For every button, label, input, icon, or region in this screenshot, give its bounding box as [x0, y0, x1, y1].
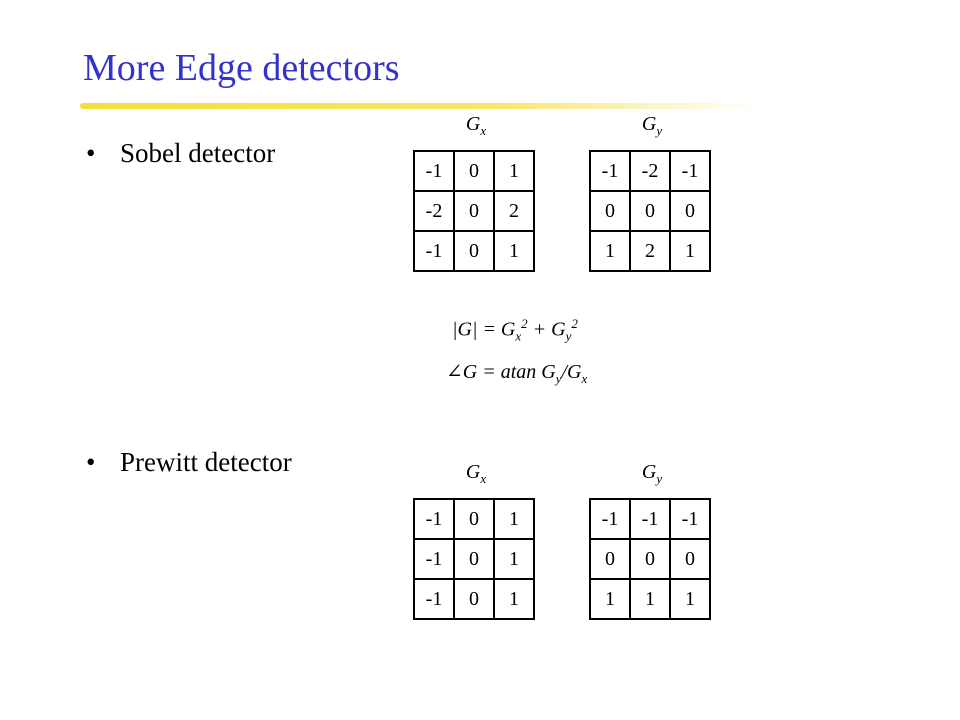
cell: -1 — [413, 230, 455, 272]
cell: 0 — [453, 538, 495, 580]
cell: 0 — [629, 190, 671, 232]
cell: 1 — [669, 230, 711, 272]
cell: 0 — [453, 230, 495, 272]
cell: 1 — [493, 578, 535, 620]
cell: -1 — [589, 150, 631, 192]
cell: 1 — [493, 150, 535, 192]
magnitude-formula: |G| = Gx2 + Gy2 — [452, 316, 578, 344]
sobel-gy-label: Gy — [641, 113, 663, 138]
cell: 0 — [453, 150, 495, 192]
cell: 1 — [493, 538, 535, 580]
cell: 0 — [453, 498, 495, 540]
cell: -2 — [629, 150, 671, 192]
angle-symbol: ∠ — [446, 361, 463, 383]
cell: 0 — [453, 578, 495, 620]
slide-title: More Edge detectors — [83, 47, 400, 89]
bullet-sobel: • Sobel detector — [86, 138, 275, 169]
bullet-prewitt: • Prewitt detector — [86, 447, 292, 478]
cell: 2 — [493, 190, 535, 232]
cell: -1 — [589, 498, 631, 540]
bullet-prewitt-text: Prewitt detector — [120, 447, 292, 477]
cell: 0 — [629, 538, 671, 580]
bullet-sobel-text: Sobel detector — [120, 138, 276, 168]
cell: -1 — [669, 498, 711, 540]
cell: -2 — [413, 190, 455, 232]
cell: -1 — [629, 498, 671, 540]
cell: 0 — [589, 190, 631, 232]
angle-formula: ∠G = atan Gy/Gx — [446, 361, 588, 386]
cell: -1 — [669, 150, 711, 192]
cell: 1 — [589, 578, 631, 620]
sobel-gx-label: Gx — [465, 113, 487, 138]
prewitt-gx-label: Gx — [465, 461, 487, 486]
prewitt-gy-label: Gy — [641, 461, 663, 486]
bullet-dot: • — [86, 447, 96, 477]
cell: 0 — [669, 538, 711, 580]
bullet-dot: • — [86, 138, 96, 168]
cell: 0 — [589, 538, 631, 580]
cell: 1 — [669, 578, 711, 620]
title-underline — [80, 103, 760, 109]
cell: 2 — [629, 230, 671, 272]
cell: 1 — [493, 498, 535, 540]
cell: 1 — [629, 578, 671, 620]
cell: -1 — [413, 150, 455, 192]
cell: -1 — [413, 498, 455, 540]
cell: -1 — [413, 538, 455, 580]
cell: -1 — [413, 578, 455, 620]
cell: 0 — [453, 190, 495, 232]
cell: 1 — [589, 230, 631, 272]
cell: 0 — [669, 190, 711, 232]
cell: 1 — [493, 230, 535, 272]
